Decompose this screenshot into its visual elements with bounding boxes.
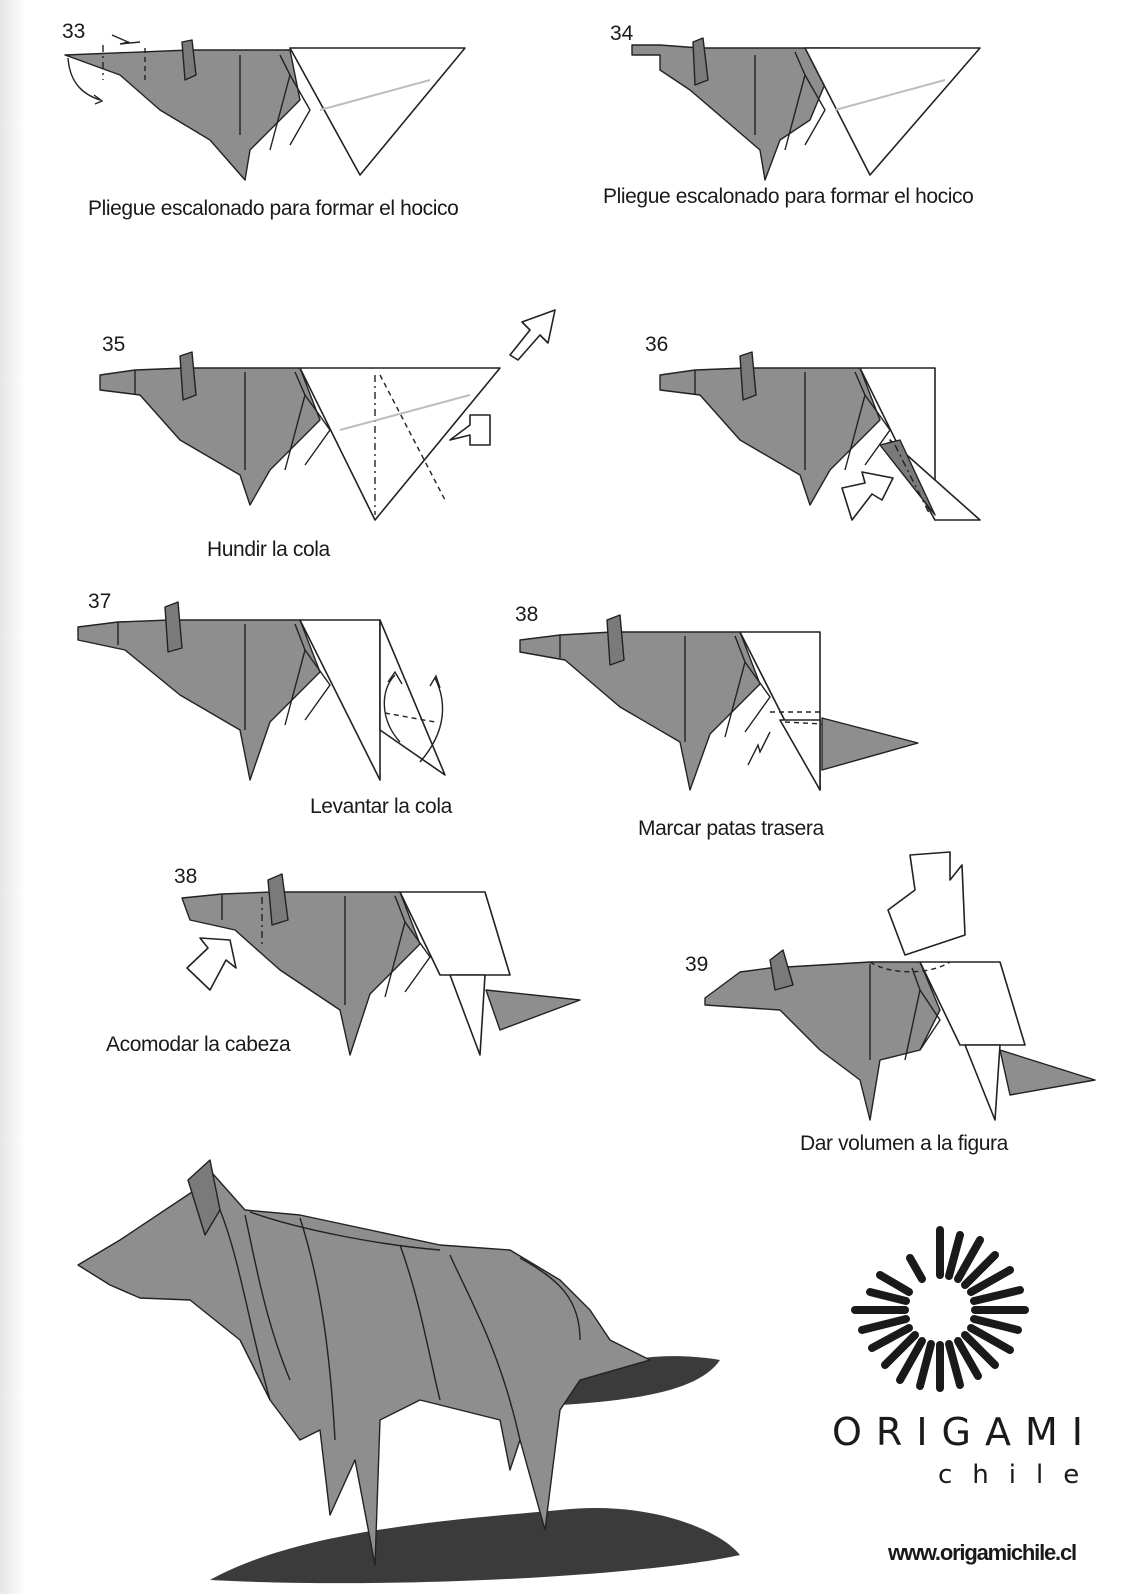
step-39-figure xyxy=(704,851,1096,1121)
step-38a-figure xyxy=(519,614,919,791)
brand-subname: chile xyxy=(938,1460,1100,1490)
step-34-number: 34 xyxy=(610,22,634,45)
step-36-figure xyxy=(659,351,981,521)
step-38a-number: 38 xyxy=(515,603,539,626)
brand-name: ORIGAMI xyxy=(832,1410,1097,1454)
step-35-number: 35 xyxy=(102,333,126,356)
step-37-caption: Levantar la cola xyxy=(310,795,452,818)
step-38b-number: 38 xyxy=(174,865,198,888)
step-39-number: 39 xyxy=(685,953,709,976)
step-39-caption: Dar volumen a la figura xyxy=(800,1132,1008,1155)
step-37-figure xyxy=(77,601,446,781)
step-34-figure xyxy=(631,37,981,181)
step-35-figure xyxy=(99,309,556,521)
step-37-number: 37 xyxy=(88,590,112,613)
step-38b-caption: Acomodar la cabeza xyxy=(106,1033,291,1056)
step-33-caption: Pliegue escalonado para formar el hocico xyxy=(88,197,459,220)
step-33-number: 33 xyxy=(62,20,86,43)
page-edge-shadow xyxy=(0,0,26,1594)
origami-chile-logo-mark xyxy=(851,1226,1029,1392)
step-33-figure xyxy=(64,34,466,181)
step-35-caption: Hundir la cola xyxy=(207,538,330,561)
step-38a-caption: Marcar patas trasera xyxy=(638,817,824,840)
step-38b-figure xyxy=(181,873,581,1056)
finished-wolf-figure xyxy=(77,1159,740,1584)
brand-url: www.origamichile.cl xyxy=(888,1540,1077,1565)
step-36-number: 36 xyxy=(645,333,669,356)
step-34-caption: Pliegue escalonado para formar el hocico xyxy=(603,185,974,208)
